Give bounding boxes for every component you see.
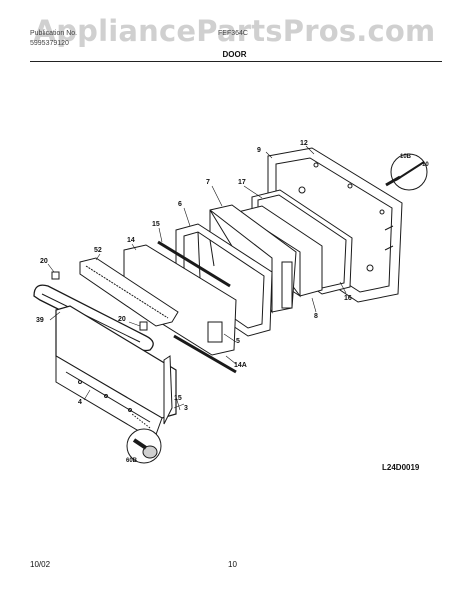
screw-clip-mid: [139, 321, 148, 331]
part-label-10: 10: [422, 162, 429, 168]
trim-strip-bottom: [173, 334, 237, 374]
vent-trim: [79, 257, 179, 327]
publication-label: Publication No.: [30, 30, 78, 37]
part-label-15-bottom: 15: [174, 395, 182, 402]
part-label-15-top: 15: [152, 221, 160, 228]
part-label-6: 6: [178, 201, 182, 208]
part-label-16: 16: [344, 295, 352, 302]
part-label-14: 14: [127, 237, 135, 244]
side-trim: [163, 355, 173, 425]
part-label-7: 7: [206, 179, 210, 186]
screw-callout: [126, 413, 162, 464]
section-title: DOOR: [222, 50, 247, 59]
part-label-3: 3: [184, 405, 188, 412]
part-label-14a: 14A: [234, 362, 247, 369]
part-label-8: 8: [314, 313, 318, 320]
footer-page-number: 10: [228, 560, 237, 569]
part-label-12: 12: [300, 140, 308, 147]
part-label-52: 52: [94, 247, 102, 254]
part-label-17: 17: [238, 179, 246, 186]
screw-clip-left: [51, 271, 60, 280]
trim-strip-top: [157, 240, 231, 288]
diagram-code: L24D0019: [382, 463, 420, 472]
header-rule: [30, 61, 442, 62]
watermark-logo: AppliancePartsPros.com: [33, 14, 436, 48]
outer-door-panel: [55, 305, 177, 441]
model-number: FEF364C: [218, 30, 248, 37]
part-label-5: 5: [236, 338, 240, 345]
hinge-callout: [385, 153, 428, 191]
part-label-9: 9: [257, 147, 261, 154]
publication-number: 5995379120: [30, 40, 69, 47]
part-label-10b: 10B: [400, 154, 412, 160]
part-label-20-left: 20: [40, 258, 48, 265]
part-label-20-mid: 20: [118, 316, 126, 323]
part-label-39: 39: [36, 317, 44, 324]
footer-date: 10/02: [30, 560, 51, 569]
part-label-4: 4: [78, 399, 82, 406]
leader-lines: [47, 145, 347, 411]
part-label-60b: 60B: [126, 458, 138, 464]
